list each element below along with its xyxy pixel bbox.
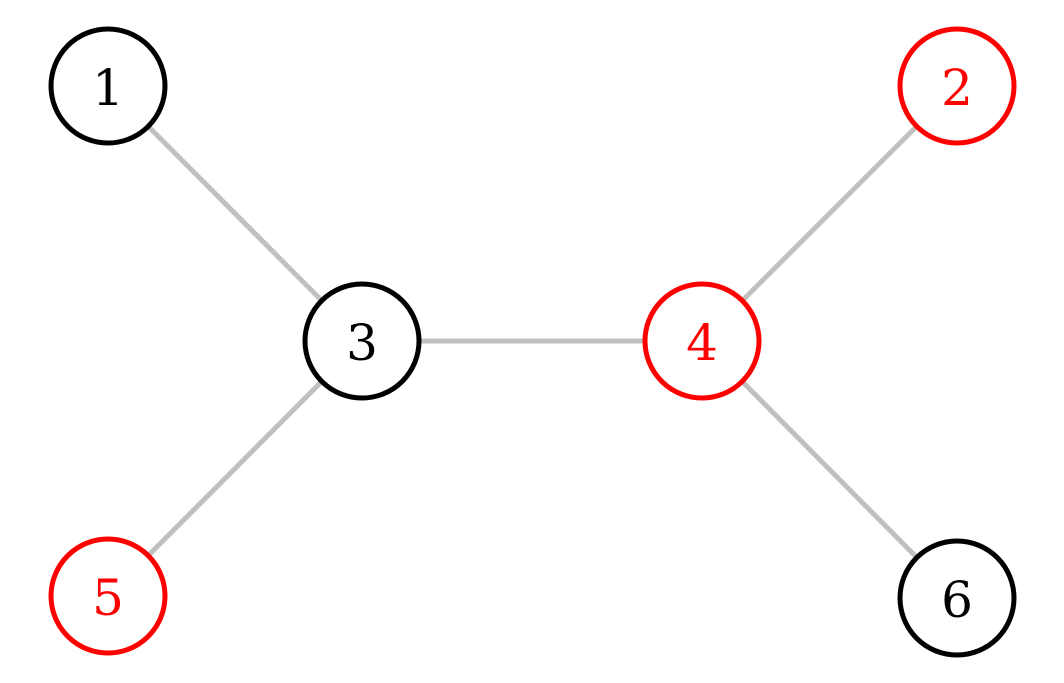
node-circle (302, 281, 422, 401)
node-2: 2 (897, 26, 1017, 146)
node-circle (897, 538, 1017, 658)
node-circle (48, 536, 168, 656)
node-3: 3 (302, 281, 422, 401)
node-4: 4 (642, 281, 762, 401)
edge-4-2 (700, 84, 959, 343)
node-label: 1 (92, 59, 124, 117)
node-circle (897, 26, 1017, 146)
edge-1-3 (106, 84, 364, 343)
node-1: 1 (48, 26, 168, 146)
node-label: 4 (686, 314, 718, 372)
node-5: 5 (48, 536, 168, 656)
node-circle (642, 281, 762, 401)
node-circle (48, 26, 168, 146)
node-label: 6 (941, 571, 973, 629)
node-6: 6 (897, 538, 1017, 658)
node-label: 5 (92, 569, 124, 627)
edge-3-5 (106, 339, 364, 598)
node-label: 3 (346, 314, 378, 372)
node-label: 2 (941, 59, 973, 117)
edges-layer (106, 84, 959, 600)
nodes-layer: 1 2 3 4 5 6 (48, 26, 1017, 658)
edge-4-6 (700, 339, 959, 600)
